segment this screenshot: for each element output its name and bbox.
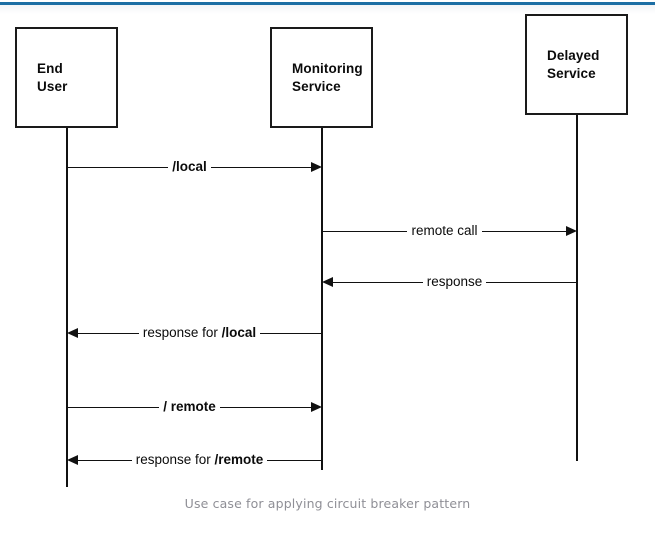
msg-remote-response[interactable]: response (322, 272, 578, 292)
msg-response-for-remote-label: response for /remote (135, 451, 264, 467)
top-gradient-strip (0, 5, 655, 14)
msg-response-for-local-line-right (260, 332, 322, 334)
msg-remote-response-line-right (486, 281, 578, 283)
msg-local-request-label: /local (172, 158, 207, 174)
diagram-caption: Use case for applying circuit breaker pa… (184, 496, 471, 511)
lifeline-monitoring-service (321, 128, 323, 470)
msg-remote-response-line-left (332, 281, 423, 283)
top-accent-rule (0, 2, 655, 5)
msg-remote-request-line-left (67, 406, 160, 408)
msg-remote-call-line-right (481, 230, 567, 232)
participant-label-end-user: End User (37, 60, 68, 94)
msg-remote-call-label: remote call (411, 222, 478, 238)
msg-remote-request[interactable]: / remote (67, 397, 322, 417)
msg-response-for-local-line-left (77, 332, 139, 334)
lifeline-delayed-service (576, 115, 578, 461)
participant-box-end-user[interactable]: End User (15, 27, 118, 128)
participant-label-monitoring-service: Monitoring Service (292, 60, 363, 94)
msg-local-request[interactable]: /local (67, 157, 323, 177)
lifeline-end-user (66, 128, 68, 487)
msg-remote-call[interactable]: remote call (322, 221, 577, 241)
participant-box-delayed-service[interactable]: Delayed Service (525, 14, 628, 115)
msg-local-request-line-right (210, 166, 313, 168)
msg-response-for-remote-line-left (77, 459, 132, 461)
participant-box-monitoring-service[interactable]: Monitoring Service (270, 27, 373, 128)
msg-response-for-local[interactable]: response for /local (67, 323, 322, 343)
msg-response-for-local-arrowhead-left-icon (67, 328, 78, 338)
participant-label-delayed-service: Delayed Service (547, 47, 600, 81)
msg-remote-request-label: / remote (163, 398, 216, 414)
msg-local-request-line-left (67, 166, 169, 168)
msg-response-for-local-label: response for /local (142, 324, 257, 340)
msg-remote-response-label: response (426, 273, 483, 289)
msg-remote-call-line-left (322, 230, 408, 232)
msg-response-for-remote-line-right (267, 459, 323, 461)
msg-response-for-remote[interactable]: response for /remote (67, 450, 323, 470)
msg-response-for-remote-arrowhead-left-icon (67, 455, 78, 465)
msg-remote-request-line-right (219, 406, 312, 408)
msg-remote-response-arrowhead-left-icon (322, 277, 333, 287)
